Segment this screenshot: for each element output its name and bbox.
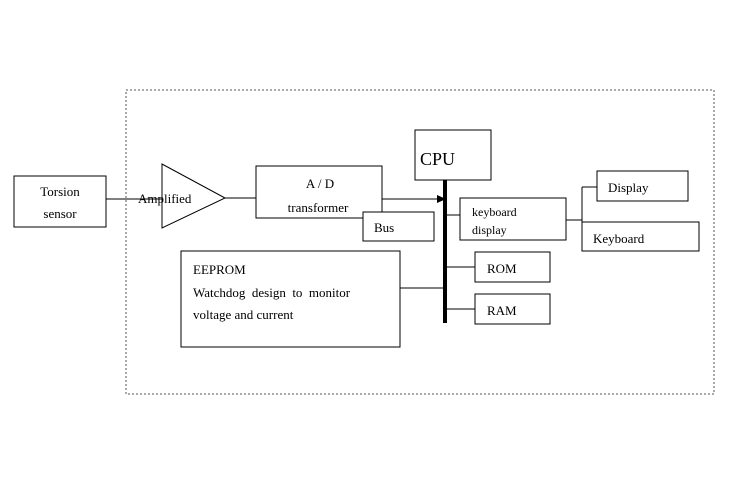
bus-block: Bus [362, 211, 435, 242]
keyboard-label: Keyboard [593, 231, 645, 246]
rom-block: ROM [474, 251, 551, 283]
cpu-block: CPU [414, 129, 492, 181]
eeprom-desc-line1: Watchdog design to monitor [193, 285, 351, 300]
eeprom-desc-line2: voltage and current [193, 307, 294, 322]
keyboard-display-block: keyboard display [459, 197, 567, 241]
bus-label: Bus [374, 220, 394, 235]
cpu-label: CPU [420, 149, 455, 169]
eeprom-block: EEPROM Watchdog design to monitor voltag… [180, 250, 401, 348]
ram-label: RAM [487, 303, 517, 318]
torsion-sensor-label-line1: Torsion [40, 184, 80, 199]
rom-label: ROM [487, 261, 517, 276]
eeprom-label: EEPROM [193, 262, 246, 277]
system-boundary [125, 89, 715, 395]
ad-to-bus-arrowhead [437, 195, 446, 203]
ad-transformer-label-line1: A / D [306, 176, 334, 191]
keyboard-block: Keyboard [581, 221, 700, 252]
display-label: Display [608, 180, 649, 195]
keyboard-display-label-line2: display [472, 223, 507, 237]
torsion-sensor-label-line2: sensor [43, 206, 77, 221]
ad-transformer-block: A / D transformer [255, 165, 383, 219]
amplifier-block: Amplified [138, 163, 227, 229]
torsion-sensor-block: Torsion sensor [13, 175, 107, 228]
keyboard-display-label-line1: keyboard [472, 205, 517, 219]
ram-block: RAM [474, 293, 551, 325]
ad-transformer-label-line2: transformer [288, 200, 349, 215]
display-block: Display [596, 170, 689, 202]
amplifier-label: Amplified [138, 191, 192, 206]
